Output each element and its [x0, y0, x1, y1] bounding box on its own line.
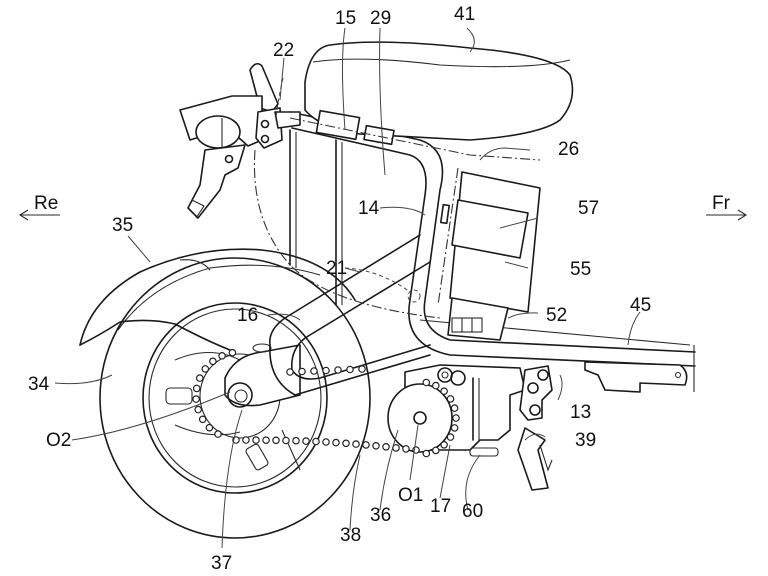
- label-14: 14: [358, 198, 380, 219]
- label-45: 45: [630, 295, 651, 316]
- chain-link: [194, 405, 203, 414]
- label-52: 52: [546, 305, 567, 326]
- kickstand: [517, 365, 553, 491]
- label-22: 22: [273, 40, 294, 61]
- chain-link: [392, 444, 400, 452]
- label-55: 55: [570, 259, 591, 280]
- label-37: 37: [211, 553, 232, 574]
- chain-link: [440, 440, 448, 449]
- chain-link: [209, 357, 217, 366]
- chain-link: [252, 436, 260, 444]
- chain-link: [422, 449, 431, 458]
- chain-link: [214, 430, 222, 438]
- label-O1: O1: [398, 485, 423, 506]
- label-60: 60: [462, 501, 483, 522]
- chain-link: [205, 423, 214, 432]
- front-frame-13: [584, 345, 695, 393]
- seat-tube: [289, 129, 343, 306]
- chain-link: [422, 378, 431, 387]
- chain-link: [431, 381, 440, 390]
- chain-link: [262, 436, 270, 445]
- label-21: 21: [326, 258, 347, 279]
- label-35: 35: [112, 215, 133, 236]
- chain-link: [192, 384, 201, 393]
- label-15: 15: [335, 8, 356, 29]
- chain-link: [362, 441, 370, 449]
- chain-link: [431, 446, 440, 455]
- chain-link: [198, 415, 207, 424]
- chain-link: [358, 365, 366, 373]
- label-57: 57: [578, 198, 599, 219]
- label-26: 26: [558, 139, 579, 160]
- seat-bracket: [315, 109, 395, 146]
- chain-link: [192, 395, 200, 403]
- chain-link: [218, 351, 226, 360]
- rear-wheel: [99, 257, 371, 539]
- chain-link: [452, 414, 460, 422]
- chain-link: [332, 438, 340, 447]
- front-direction-label: Fr: [712, 193, 731, 214]
- chain-link: [302, 437, 310, 445]
- label-38: 38: [340, 525, 361, 546]
- chain-link: [402, 445, 410, 453]
- chain-link: [298, 367, 306, 376]
- rear-direction-label: Re: [34, 193, 58, 214]
- label-29: 29: [370, 8, 391, 29]
- chain-link: [440, 387, 448, 396]
- chain-stay: [224, 343, 301, 408]
- battery-unit: [437, 167, 541, 341]
- rear-direction-arrow: [18, 209, 60, 221]
- rear-fender: [79, 248, 356, 351]
- chain-link: [342, 439, 350, 448]
- chain-link: [322, 366, 330, 375]
- label-41: 41: [454, 4, 475, 25]
- label-34: 34: [28, 374, 50, 395]
- label-39: 39: [575, 430, 596, 451]
- chain-link: [372, 441, 380, 450]
- chain-link: [272, 436, 280, 445]
- chain-link: [228, 348, 237, 357]
- label-O2: O2: [46, 430, 71, 451]
- leader-lines: [54, 27, 641, 549]
- chain-link: [310, 367, 318, 375]
- chain-link: [382, 442, 390, 451]
- chain-link: [450, 404, 459, 412]
- chain-link: [446, 433, 455, 441]
- chain-link: [334, 366, 342, 374]
- chain-link: [242, 436, 250, 444]
- seat: [304, 41, 574, 141]
- chain-link: [322, 438, 330, 446]
- chainring: [387, 383, 453, 453]
- label-16: 16: [237, 305, 258, 326]
- rear-carrier: [179, 62, 301, 219]
- chain-link: [282, 436, 290, 445]
- front-direction-arrow: [706, 209, 748, 221]
- label-17: 17: [430, 496, 451, 517]
- chain-link: [201, 365, 210, 373]
- chain-link: [450, 424, 459, 432]
- frame-tube-16: [268, 234, 431, 396]
- chain-link: [196, 374, 204, 382]
- chain-link: [312, 437, 320, 446]
- label-13: 13: [570, 402, 591, 423]
- chain-link: [346, 365, 354, 374]
- chain-link: [292, 436, 300, 445]
- chain-link: [446, 395, 455, 403]
- label-36: 36: [370, 505, 391, 526]
- chain-link: [286, 368, 294, 376]
- chain-link: [352, 440, 360, 448]
